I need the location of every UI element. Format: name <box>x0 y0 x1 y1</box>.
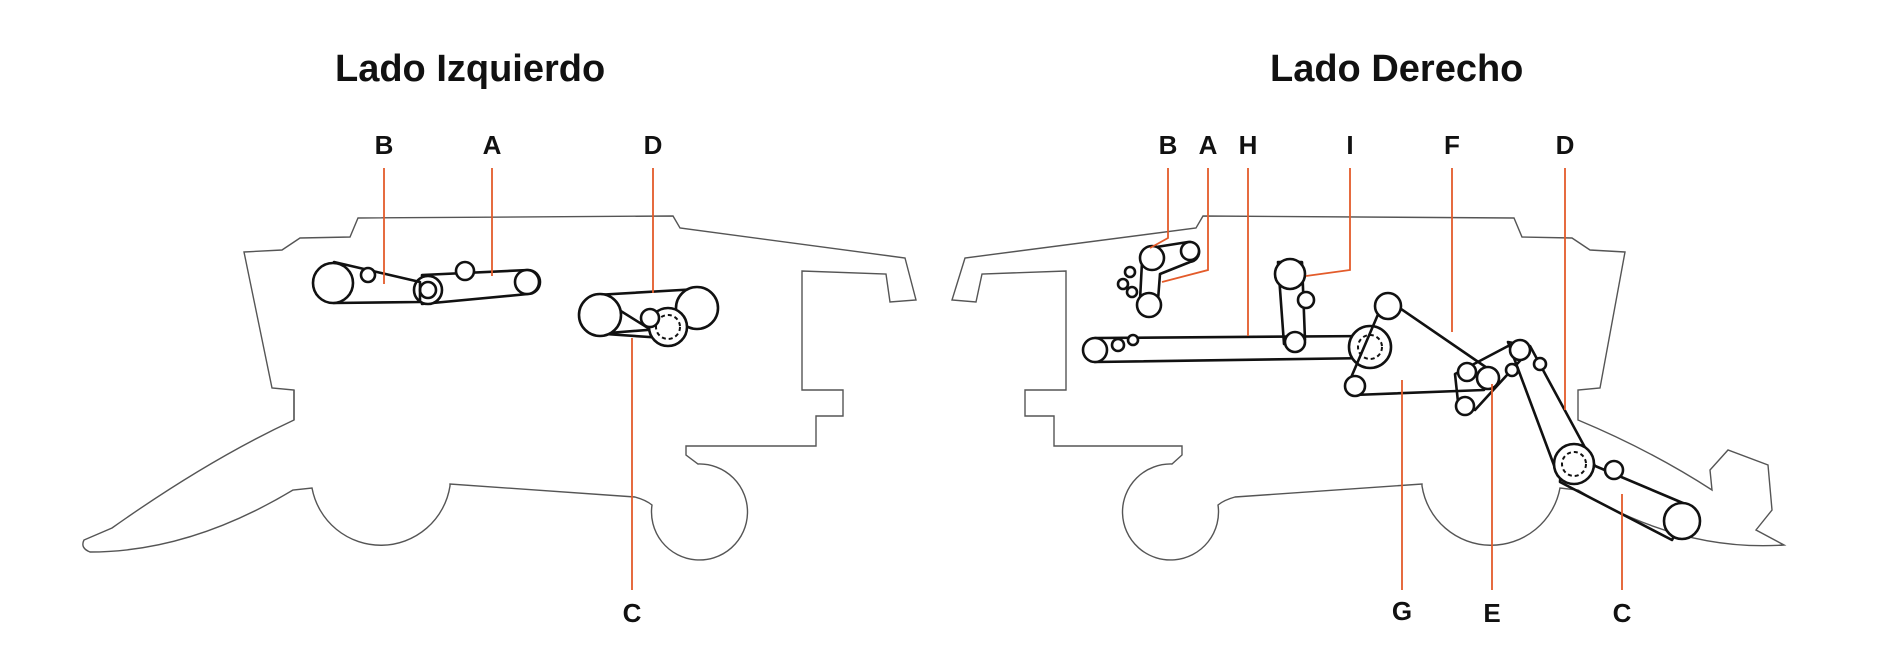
right-leader-a <box>1161 168 1209 283</box>
right-callouts: B A H I F D G E C <box>1159 130 1632 628</box>
right-belt-dc <box>1506 338 1702 542</box>
right-pulley-e2 <box>1454 395 1476 417</box>
left-label-b: B <box>375 130 394 160</box>
right-idler-b1 <box>1123 265 1137 279</box>
right-leader-i <box>1305 168 1351 277</box>
right-pulley-f2 <box>1475 365 1501 391</box>
left-pulley-d1 <box>577 292 623 338</box>
left-idler-c <box>639 307 661 329</box>
right-idler-h2 <box>1126 333 1140 347</box>
left-harvester <box>82 215 917 561</box>
right-body-outline <box>951 215 1787 561</box>
right-pulley-d2 <box>1552 442 1596 486</box>
left-side-title: Lado Izquierdo <box>335 48 606 90</box>
right-idler-d <box>1532 356 1548 372</box>
right-label-d: D <box>1556 130 1575 160</box>
left-idler-a <box>454 260 476 282</box>
right-label-h: H <box>1239 130 1258 160</box>
left-label-d: D <box>644 130 663 160</box>
right-leader-b <box>1149 168 1169 249</box>
right-idler-i <box>1296 290 1316 310</box>
left-pulley-a2 <box>513 268 541 296</box>
left-callouts: B A D C <box>375 130 663 628</box>
right-belt-fg <box>1343 291 1501 398</box>
right-pulley-i2 <box>1283 330 1307 354</box>
left-label-c: C <box>623 598 642 628</box>
left-belt-a <box>412 260 542 306</box>
right-side-title: Lado Derecho <box>1270 48 1524 90</box>
right-label-g: G <box>1392 596 1412 626</box>
right-pulley-a1 <box>1138 244 1166 272</box>
right-pulley-a3 <box>1135 291 1163 319</box>
left-pulley-d2 <box>674 285 720 331</box>
right-label-b: B <box>1159 130 1178 160</box>
right-belt-i <box>1273 257 1316 354</box>
right-idler-h1 <box>1110 337 1126 353</box>
right-pulley-g1 <box>1343 374 1367 398</box>
left-leaders <box>383 168 654 590</box>
right-pulley-c <box>1662 501 1702 541</box>
left-hub-c <box>655 314 681 340</box>
right-label-c: C <box>1613 598 1632 628</box>
right-belt-e-path <box>1453 343 1530 412</box>
right-label-i: I <box>1346 130 1353 160</box>
right-pulley-e1 <box>1456 361 1478 383</box>
right-belt-e <box>1453 343 1530 417</box>
left-belt-b <box>311 260 422 305</box>
right-belt-h <box>1081 324 1393 370</box>
right-pulley-h1 <box>1081 336 1109 364</box>
left-body-outline <box>82 215 917 561</box>
right-belt-f-path <box>1348 296 1492 397</box>
right-idler-c <box>1603 459 1625 481</box>
right-belt-a <box>1135 240 1201 319</box>
right-pulley-d1 <box>1508 338 1532 362</box>
right-pulley-f1 <box>1373 291 1403 321</box>
left-label-a: A <box>483 130 502 160</box>
right-label-a: A <box>1199 130 1218 160</box>
right-belt-b <box>1116 265 1139 299</box>
left-pulley-a1-inner <box>418 280 438 300</box>
right-pulley-a2 <box>1179 240 1201 262</box>
right-hub-d2 <box>1561 451 1587 477</box>
right-harvester <box>951 215 1787 561</box>
right-leaders <box>1149 168 1623 590</box>
right-idler-b3 <box>1125 285 1139 299</box>
right-label-f: F <box>1444 130 1460 160</box>
right-idler-b2 <box>1116 277 1130 291</box>
right-pulley-i1 <box>1273 257 1307 291</box>
left-idler-b <box>359 266 377 284</box>
right-label-e: E <box>1483 598 1500 628</box>
left-belt-cd <box>577 285 720 348</box>
left-pulley-b1 <box>311 261 355 305</box>
